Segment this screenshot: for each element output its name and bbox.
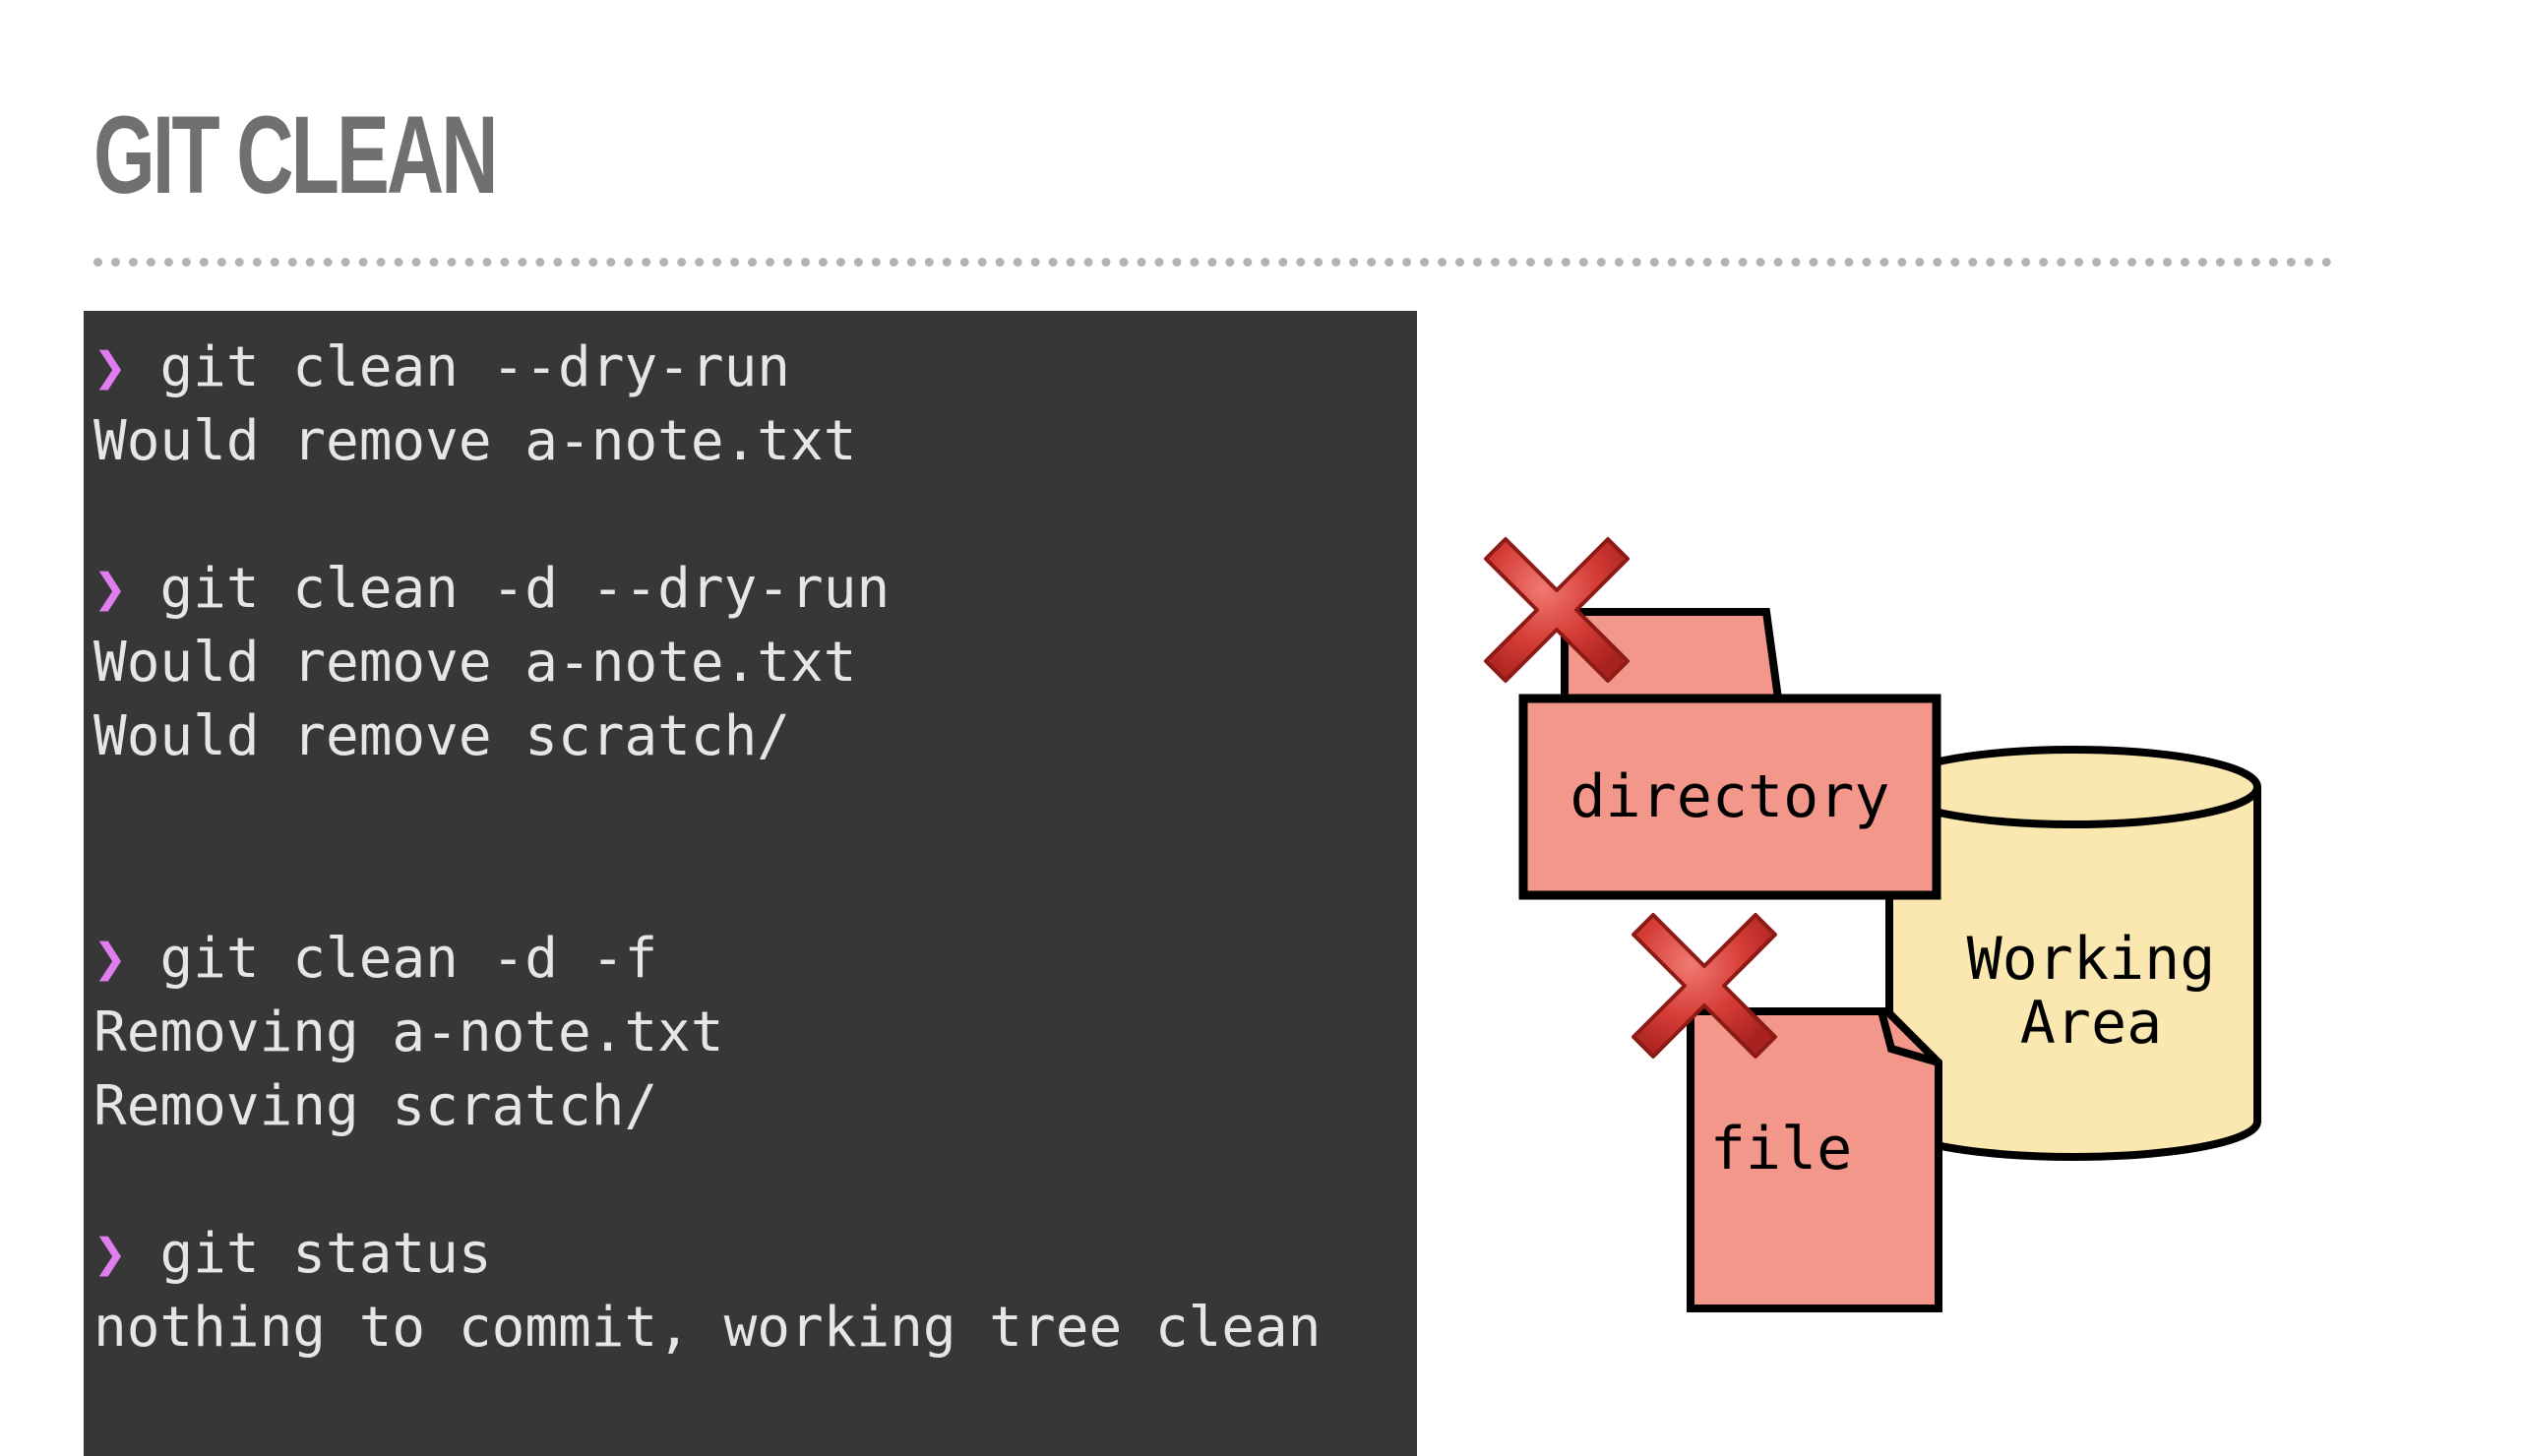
file-label: file xyxy=(1710,1115,1853,1183)
terminal-output-line: Removing scratch/ xyxy=(93,1074,658,1138)
delete-x-icon xyxy=(1632,913,1777,1059)
terminal-output-line: nothing to commit, working tree clean xyxy=(93,1296,1322,1360)
working-area-label-line2: Area xyxy=(2020,989,2163,1058)
terminal-command: git clean --dry-run xyxy=(159,335,791,399)
folder-icon: directory xyxy=(1518,608,1941,900)
terminal-command: git clean -d --dry-run xyxy=(159,557,891,621)
delete-x-icon xyxy=(1484,537,1630,683)
terminal-output-line: Would remove a-note.txt xyxy=(93,631,857,695)
terminal-command-line: ❯ git clean --dry-run xyxy=(93,331,1417,404)
title-divider xyxy=(93,258,2332,267)
terminal-spacer xyxy=(93,1143,1417,1217)
terminal-command-line: ❯ git clean -d -f xyxy=(93,922,1417,996)
prompt-icon: ❯ xyxy=(93,335,127,399)
terminal-command-line: ❯ git clean -d --dry-run xyxy=(93,552,1417,626)
slide-title: GIT CLEAN xyxy=(93,93,499,216)
terminal-output-line: Removing a-note.txt xyxy=(93,1001,724,1064)
terminal-spacer xyxy=(93,478,1417,552)
terminal-output-line: Would remove scratch/ xyxy=(93,704,791,768)
terminal-panel: ❯ git clean --dry-run Would remove a-not… xyxy=(84,311,1417,1456)
document-icon: file xyxy=(1687,1007,1942,1312)
working-area-label-line1: Working xyxy=(1967,925,2216,994)
terminal-command: git status xyxy=(159,1222,492,1286)
terminal-command: git clean -d -f xyxy=(159,927,658,991)
prompt-icon: ❯ xyxy=(93,927,127,991)
database-cylinder-icon: Working Area xyxy=(1885,746,2261,1161)
terminal-command-line: ❯ git status xyxy=(93,1217,1417,1291)
terminal-spacer xyxy=(93,773,1417,922)
prompt-icon: ❯ xyxy=(93,557,127,621)
terminal-output-line: Would remove a-note.txt xyxy=(93,409,857,473)
git-clean-diagram: Working Area directory file xyxy=(1447,512,2332,1318)
directory-label: directory xyxy=(1570,762,1889,831)
prompt-icon: ❯ xyxy=(93,1222,127,1286)
diagram-svg: Working Area directory file xyxy=(1484,537,2261,1312)
